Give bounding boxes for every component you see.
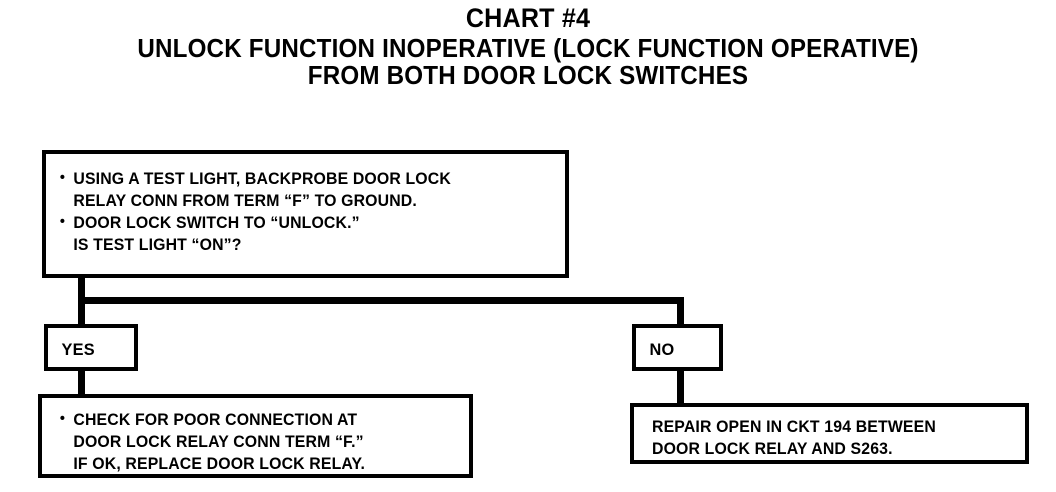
question-line: USING A TEST LIGHT, BACKPROBE DOOR LOCK [58, 168, 545, 191]
branch-box-no: NO [632, 324, 723, 371]
chart-title-subtitle-line-1: UNLOCK FUNCTION INOPERATIVE (LOCK FUNCTI… [137, 32, 919, 63]
chart-title-main: CHART #4 [465, 3, 591, 33]
connector-bus-to-yes [78, 297, 85, 327]
action-yes-line: IF OK, REPLACE DOOR LOCK RELAY. [73, 454, 366, 473]
connector-question-stem [78, 276, 85, 303]
chart-title-subtitle-line-2: FROM BOTH DOOR LOCK SWITCHES [307, 60, 749, 91]
question-line: DOOR LOCK SWITCH TO “UNLOCK.” [58, 212, 545, 235]
question-line: IS TEST LIGHT “ON”? [73, 235, 242, 254]
action-box-yes-content: CHECK FOR POOR CONNECTION AT DOOR LOCK R… [42, 398, 469, 476]
connector-no-to-action [677, 368, 684, 407]
branch-label-yes: YES [61, 340, 95, 359]
branch-label-no: NO [649, 340, 675, 359]
chart-title-block: CHART #4 UNLOCK FUNCTION INOPERATIVE (LO… [0, 4, 1056, 90]
action-box-no: REPAIR OPEN IN CKT 194 BETWEEN DOOR LOCK… [630, 403, 1029, 464]
action-box-yes: CHECK FOR POOR CONNECTION AT DOOR LOCK R… [38, 394, 473, 478]
action-box-no-content: REPAIR OPEN IN CKT 194 BETWEEN DOOR LOCK… [634, 407, 1025, 461]
connector-horizontal-bus [78, 297, 684, 304]
action-yes-line: CHECK FOR POOR CONNECTION AT [58, 409, 453, 432]
action-no-line: DOOR LOCK RELAY AND S263. [652, 439, 893, 458]
question-line: RELAY CONN FROM TERM “F” TO GROUND. [73, 191, 417, 210]
action-yes-line: DOOR LOCK RELAY CONN TERM “F.” [73, 432, 364, 451]
question-box-content: USING A TEST LIGHT, BACKPROBE DOOR LOCK … [46, 154, 565, 257]
connector-yes-to-action [78, 368, 85, 398]
connector-bus-to-no [677, 297, 684, 327]
question-box: USING A TEST LIGHT, BACKPROBE DOOR LOCK … [42, 150, 569, 278]
action-no-line: REPAIR OPEN IN CKT 194 BETWEEN [652, 418, 936, 436]
branch-box-yes: YES [44, 324, 138, 371]
